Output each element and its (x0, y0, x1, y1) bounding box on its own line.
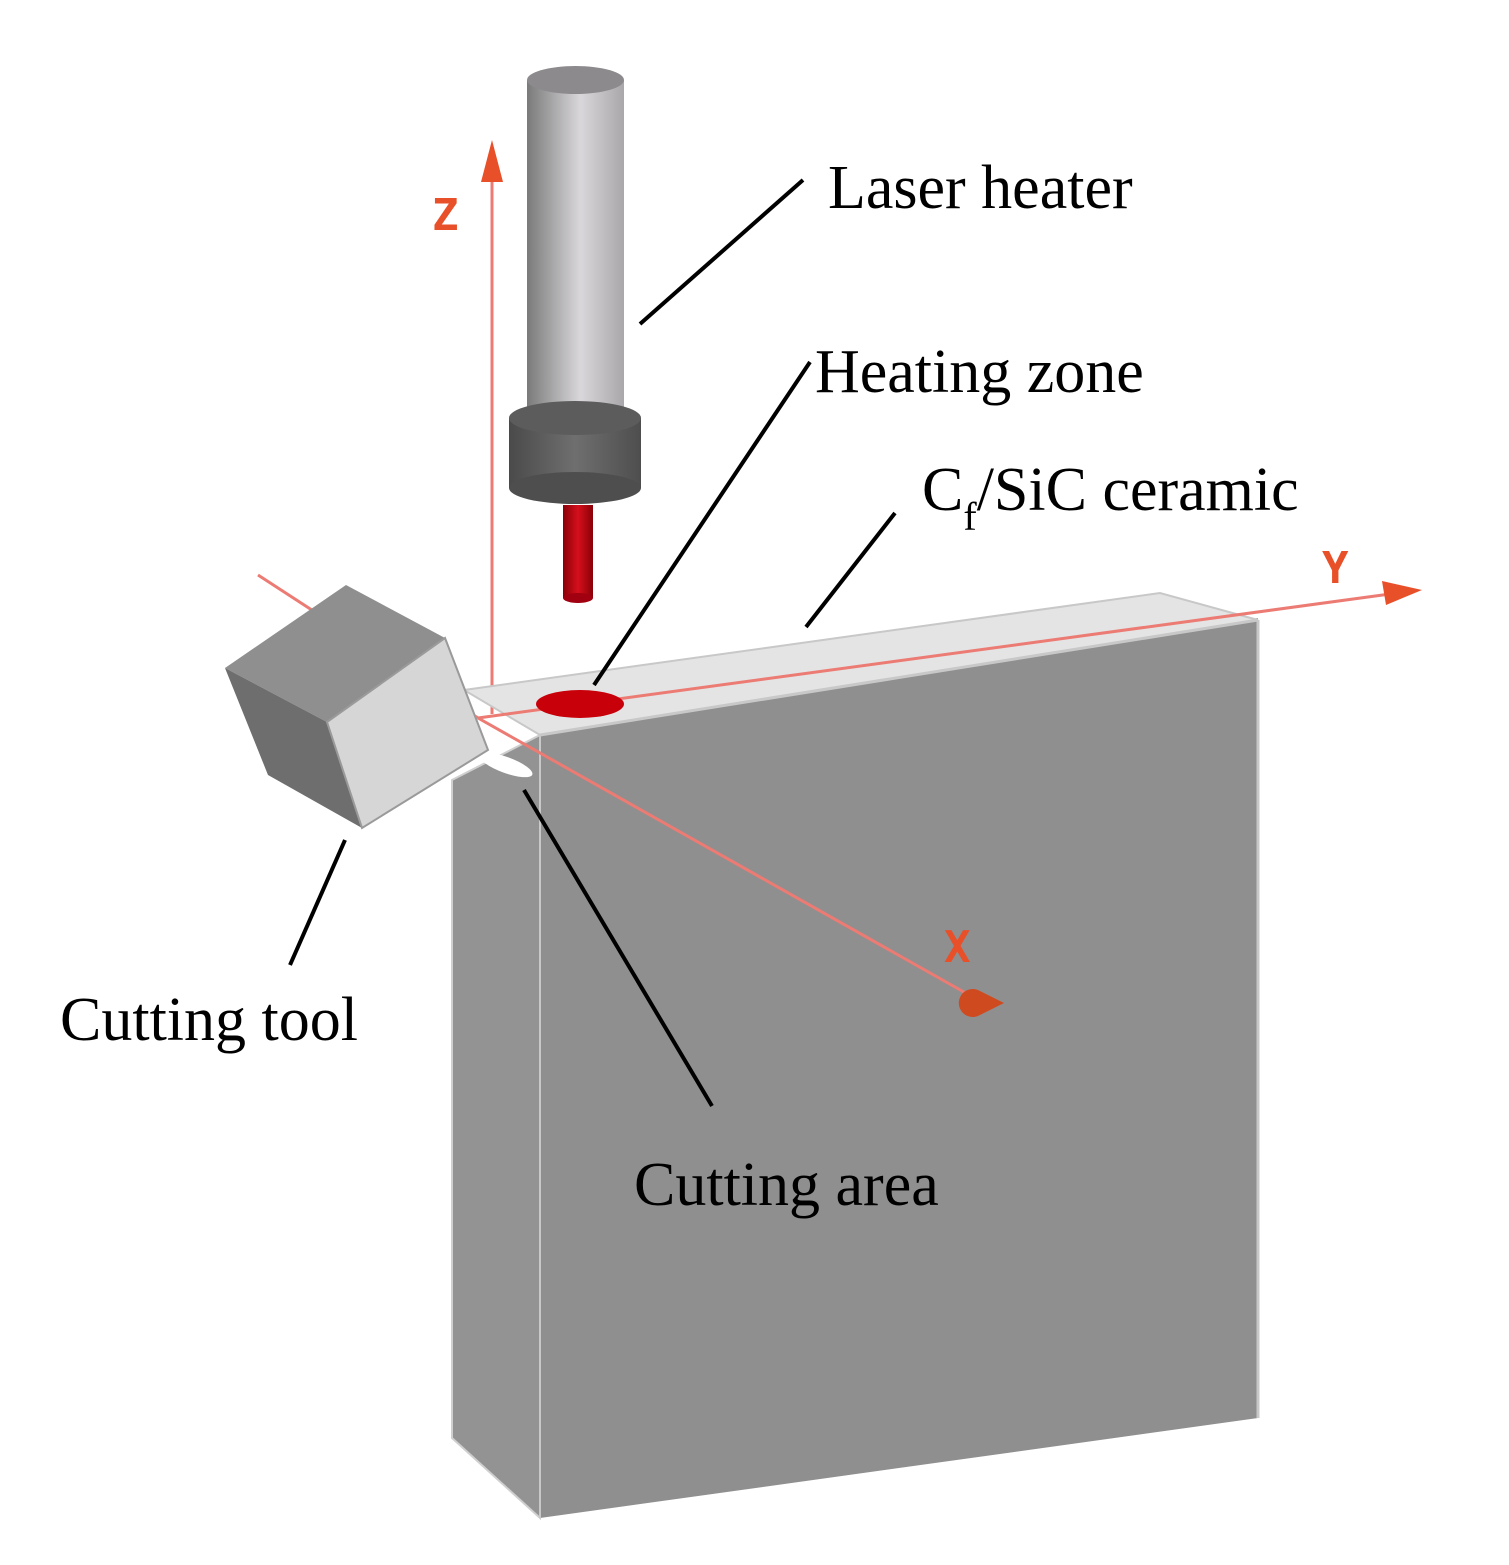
tool-right-face (325, 636, 490, 830)
block-side-face (451, 733, 541, 1521)
ceramic-leader (804, 511, 897, 629)
laser-beam (563, 505, 593, 598)
tool-left-face (225, 668, 362, 828)
heating-zone-leader (592, 360, 812, 687)
heating-zone-label: Heating zone (815, 338, 1144, 406)
cutting-tool-label: Cutting tool (60, 986, 358, 1054)
cutting-area-label: Cutting area (634, 1151, 939, 1219)
x-axis-label: X (944, 922, 971, 973)
cutting-tool (225, 585, 490, 830)
laser-heater (509, 66, 641, 603)
z-axis (481, 140, 503, 714)
y-arrow-icon (1382, 581, 1422, 605)
heating-zone-spot (536, 690, 624, 718)
cutting-area-spot (479, 752, 533, 778)
y-axis (477, 581, 1422, 720)
laser-heater-label: Laser heater (828, 154, 1133, 222)
tool-top-face (225, 585, 445, 722)
z-arrow-icon (481, 140, 503, 182)
ceramic-block (451, 591, 1260, 1521)
x-arrow-icon (958, 989, 1004, 1017)
cutting-area-leader (522, 788, 714, 1108)
z-axis-label: Z (432, 190, 459, 241)
laser-heater-leader (638, 178, 805, 326)
y-axis-label: Y (1322, 543, 1349, 594)
ceramic-label: Cf/SiC ceramic (922, 456, 1299, 539)
block-front-face (540, 618, 1258, 1518)
cutting-tool-leader (288, 839, 347, 966)
leader-lines (288, 178, 897, 1108)
